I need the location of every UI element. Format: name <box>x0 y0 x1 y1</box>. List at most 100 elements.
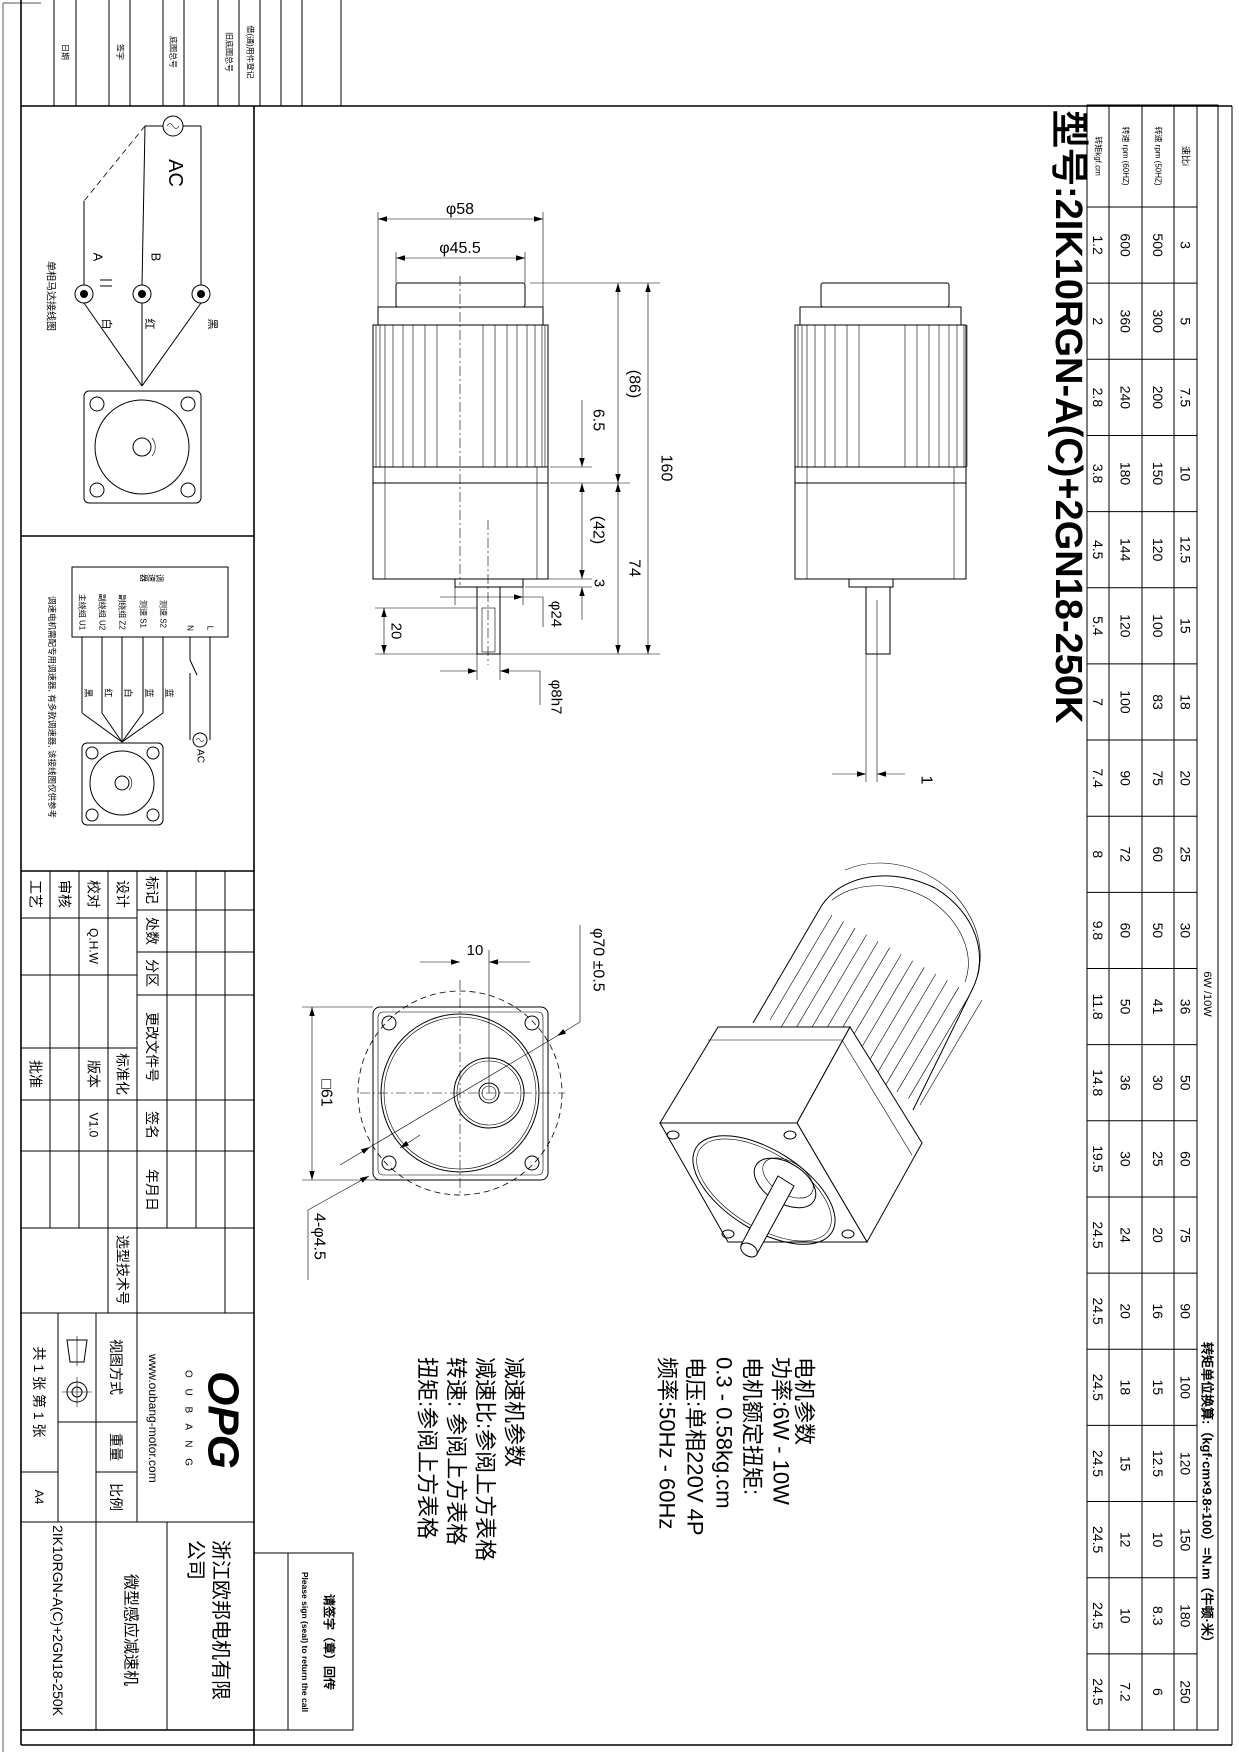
table-cell-torque: 4.5 <box>1090 540 1106 560</box>
table-conversion-note: 转矩单位换算:（kgf·cm×9.8÷100）=N.m（牛顿·米） <box>1200 1342 1215 1649</box>
table-cell-torque: 24.5 <box>1090 1678 1106 1705</box>
strip-label-signature: 签字 <box>116 44 126 60</box>
table-cell-rpm-50hz: 100 <box>1150 614 1166 638</box>
table-cell-rpm-60hz: 12 <box>1118 1532 1134 1548</box>
table-cell-rpm-50hz: 20 <box>1150 1227 1166 1243</box>
table-cell-rpm-60hz: 360 <box>1118 310 1134 334</box>
single-phase-caption: 单相马达接线图 <box>45 261 58 331</box>
table-cell-torque: 8 <box>1090 850 1106 858</box>
terminal-b-label: B <box>149 253 164 262</box>
scale-label: 比例 <box>108 1483 124 1511</box>
speed-wiring-caption: 调速电机需配专用调速器, 有多款调速器, 该接线图仅供参考 <box>47 596 57 818</box>
weight-label: 重量 <box>108 1433 124 1461</box>
table-cell-rpm-50hz: 15 <box>1150 1380 1166 1396</box>
page-title: 型号:2IK10RGN-A(C)+2GN18-250K <box>1047 110 1089 724</box>
dim-160: 160 <box>658 455 675 482</box>
table-cell-torque: 24.5 <box>1090 1298 1106 1325</box>
strip-label-base-drawing-no: 底图总号 <box>169 36 179 68</box>
spec-table: 6W /10W 转矩单位换算:（kgf·cm×9.8÷100）=N.m（牛顿·米… <box>1086 104 1219 1731</box>
strip-label-old-base-drawing-no: 旧底图总号 <box>225 32 235 72</box>
table-cell-ratio: 150 <box>1178 1528 1194 1552</box>
table-cell-rpm-60hz: 600 <box>1118 233 1134 257</box>
reducer-param-line: 扭矩:参阅上方表格 <box>415 1357 440 1539</box>
role-version: 版本 <box>86 1060 102 1088</box>
table-cell-rpm-50hz: 30 <box>1150 1075 1166 1091</box>
table-cell-rpm-50hz: 8.3 <box>1150 1606 1166 1626</box>
model-number: 2IK10RGN-A(C)+2GN18-250K <box>50 1525 66 1717</box>
motor-param-line: 0.3 - 0.58kg.cm <box>712 1357 737 1509</box>
table-cells: 35006001.2530036027.52002402.8101501803.… <box>1087 206 1197 1706</box>
fin-line <box>792 927 856 1034</box>
rev-header: 更改文件号 <box>144 1012 160 1082</box>
table-cell-torque: 24.5 <box>1090 1602 1106 1629</box>
dim-1: 1 <box>918 776 935 785</box>
motor-param-line: 电机额定扭矩: <box>740 1357 765 1495</box>
table-cell-rpm-50hz: 25 <box>1150 1151 1166 1167</box>
dim-6-5: 6.5 <box>590 409 607 431</box>
view-method-label: 视图方式 <box>108 1339 124 1395</box>
table-cell-ratio: 250 <box>1178 1680 1194 1704</box>
terminal-n-label: N <box>186 625 195 631</box>
controller-label: 调速器 <box>139 574 164 583</box>
table-cell-rpm-60hz: 144 <box>1118 538 1134 562</box>
version-value: V1.0 <box>87 1113 101 1138</box>
table-cell-rpm-60hz: 18 <box>1118 1380 1134 1396</box>
table-cell-torque: 24.5 <box>1090 1374 1106 1401</box>
reducer-param-line: 转速: 参阅上方表格 <box>444 1357 469 1545</box>
dim-d8h7: φ8h7 <box>548 680 565 715</box>
wire-white-label: 白 <box>100 319 114 330</box>
registration-strip: 日期 签字 底图总号 旧底图总号 借(通)用件登记 <box>53 0 342 106</box>
checker-value: Q.H.W <box>87 928 101 965</box>
company-logo: OPG <box>199 1371 248 1469</box>
table-cell-rpm-50hz: 150 <box>1150 462 1166 486</box>
strip-label-shared-part-register: 借(通)用件登记 <box>246 25 256 78</box>
speed-ac-label: AC <box>195 749 206 763</box>
table-title-power: 6W /10W <box>1201 971 1213 1017</box>
table-cell-ratio: 120 <box>1178 1452 1194 1476</box>
table-cell-torque: 7 <box>1090 698 1106 706</box>
rev-header: 签名 <box>144 1111 160 1139</box>
cooling-fins <box>769 914 983 1106</box>
table-cell-rpm-60hz: 180 <box>1118 462 1134 486</box>
rear-side-view: 1 <box>794 282 968 785</box>
motor-param-line: 频率:50Hz - 60Hz <box>655 1357 680 1529</box>
terminal-label: 测速 S2 <box>159 600 168 629</box>
website: www.oubang-motor.com <box>146 1353 160 1483</box>
table-cell-ratio: 90 <box>1178 1303 1194 1319</box>
wire-color-label: 白 <box>123 688 134 697</box>
table-cell-rpm-50hz: 83 <box>1150 694 1166 710</box>
table-cell-rpm-60hz: 120 <box>1118 614 1134 638</box>
fin-line <box>781 921 844 1027</box>
row-label-rpm-60hz: 转速 rpm (60HZ) <box>1121 126 1131 185</box>
table-cell-torque: 9.8 <box>1090 921 1106 941</box>
wire-black-label: 黑 <box>206 319 219 330</box>
terminal-label: 测速 S1 <box>139 600 148 629</box>
table-cell-rpm-50hz: 60 <box>1150 846 1166 862</box>
table-cell-ratio: 18 <box>1178 694 1194 710</box>
table-cell-ratio: 36 <box>1178 999 1194 1015</box>
fin-line <box>885 980 948 1086</box>
table-cell-torque: 11.8 <box>1090 993 1106 1019</box>
dim-holes: 4-φ4.5 <box>311 1213 328 1260</box>
table-cell-torque: 24.5 <box>1090 1526 1106 1553</box>
motor-params: 电机参数 功率:6W - 10W 电机额定扭矩: 0.3 - 0.58kg.cm… <box>655 1357 817 1536</box>
dim-42: (42) <box>590 516 607 544</box>
table-cell-torque: 24.5 <box>1090 1450 1106 1477</box>
motor-param-line: 功率:6W - 10W <box>769 1357 794 1505</box>
wire-color-label: 蓝 <box>164 688 175 697</box>
table-cell-torque: 14.8 <box>1090 1069 1106 1096</box>
cooling-fins <box>375 325 546 467</box>
table-cell-rpm-50hz: 300 <box>1150 310 1166 334</box>
sheet-count: 共 1 张 第 1 张 <box>31 1346 47 1437</box>
table-cell-rpm-60hz: 60 <box>1118 923 1134 939</box>
table-cell-ratio: 75 <box>1178 1227 1194 1243</box>
reducer-params: 减速机参数 减速比:参阅上方表格 转速: 参阅上方表格 扭矩:参阅上方表格 <box>415 1357 527 1561</box>
dim-74: 74 <box>626 559 643 577</box>
table-cell-rpm-60hz: 36 <box>1118 1075 1134 1091</box>
table-cell-rpm-60hz: 72 <box>1118 846 1134 862</box>
product-name: 微型感应减速机 <box>122 1574 141 1686</box>
fin-line <box>769 914 833 1021</box>
table-cell-rpm-50hz: 12.5 <box>1150 1450 1166 1477</box>
dim-d58: φ58 <box>446 201 474 218</box>
